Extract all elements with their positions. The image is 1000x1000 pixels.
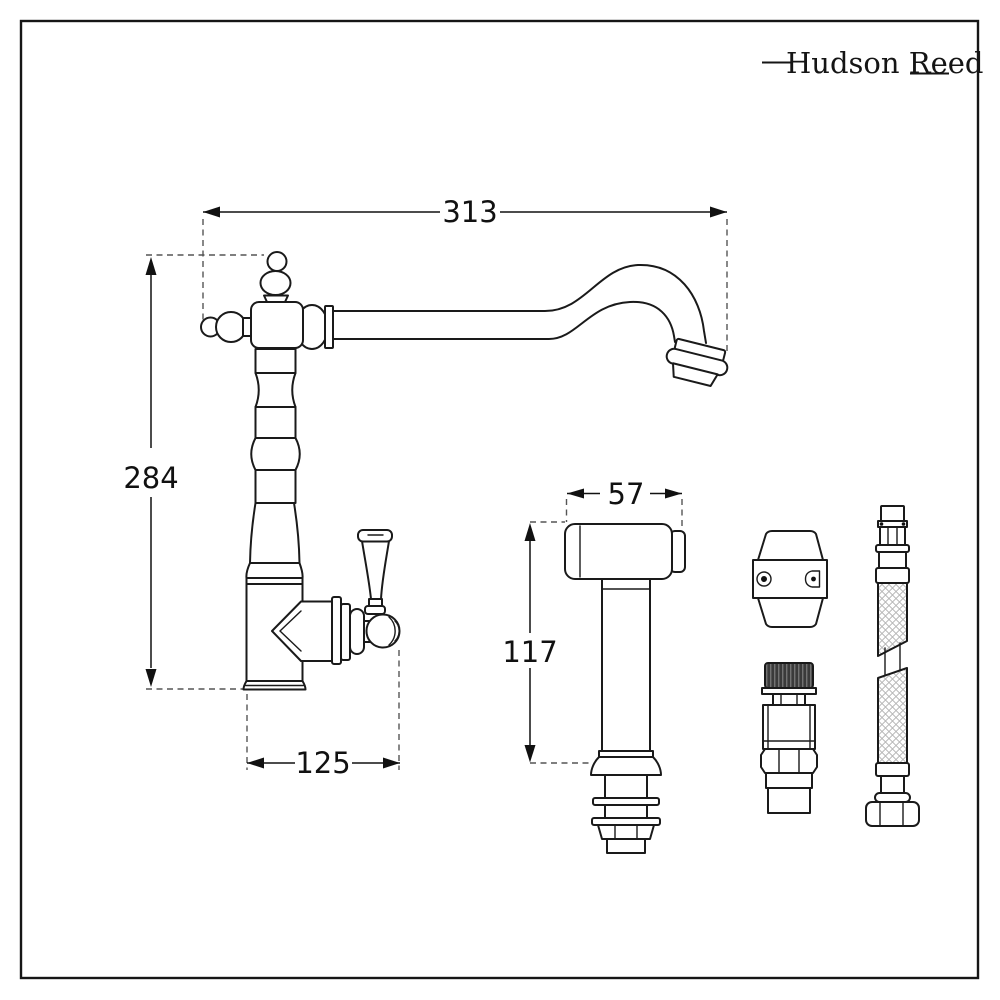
flexi-hose-drawing: [865, 505, 920, 827]
connector-block-drawing: [752, 530, 828, 628]
side-sprayer-drawing: [564, 523, 686, 854]
lever-handle-assembly: [271, 529, 401, 665]
finial-top: [266, 251, 288, 272]
drawing-border: [19, 19, 980, 980]
sprayer-mount-nut: [597, 824, 655, 840]
dimension-base-projection: 125: [246, 650, 400, 780]
hose-braid-lower: [877, 667, 908, 764]
faucet-drawing: [200, 251, 729, 691]
aerator-tip: [665, 337, 729, 388]
brand-logo-text: Hudson Reed: [786, 46, 984, 80]
dimension-base-projection-label: 125: [295, 746, 350, 780]
hose-end-nut: [865, 801, 920, 827]
dimension-sprayer-height: 117: [502, 521, 593, 764]
valve-hex-nut: [760, 748, 818, 774]
dimension-spout-reach-label: 313: [442, 195, 497, 229]
sprayer-head: [564, 523, 673, 580]
brand-logo: Hudson Reed: [762, 46, 984, 80]
left-knob: [215, 311, 247, 343]
faucet-column: [245, 348, 304, 585]
dimension-spout-height-label: 284: [123, 461, 178, 495]
valve-body: [762, 704, 816, 750]
sprayer-shank: [604, 774, 648, 799]
dimension-sprayer-height-label: 117: [502, 635, 557, 669]
sprayer-stem: [601, 578, 651, 752]
faucet-head: [200, 251, 334, 350]
dimension-sprayer-width: 57: [565, 477, 683, 528]
lever-grip: [361, 540, 390, 600]
dimension-spout-reach: 313: [202, 195, 728, 353]
check-valve-drawing: [760, 662, 818, 814]
valve-knurled-cap: [764, 662, 814, 689]
hose-top-fitting: [880, 505, 905, 522]
faucet-spout: [332, 263, 729, 388]
dimension-spout-height: 284: [123, 254, 264, 690]
dimension-sprayer-width-label: 57: [608, 477, 645, 511]
finial-bulb: [259, 270, 292, 296]
hose-braid-upper: [877, 582, 908, 657]
